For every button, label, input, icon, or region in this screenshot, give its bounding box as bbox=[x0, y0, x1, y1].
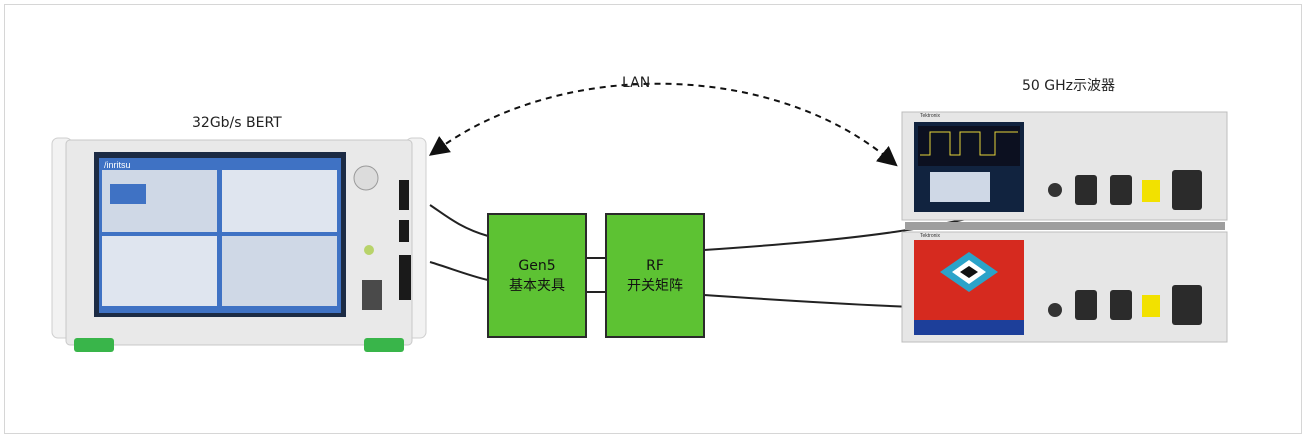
lan-link bbox=[428, 82, 898, 167]
rf-switch-box: RF 开关矩阵 bbox=[605, 213, 705, 338]
diagram-frame bbox=[4, 4, 1302, 434]
oscilloscope-stack: Tektronix Tektronix bbox=[900, 110, 1230, 345]
rf-line2: 开关矩阵 bbox=[627, 277, 683, 294]
bert-brand: /inritsu bbox=[104, 160, 131, 170]
scope-bottom-brand: Tektronix bbox=[920, 233, 941, 239]
gen5-line2: 基本夹具 bbox=[509, 277, 565, 294]
lan-label: LAN bbox=[622, 75, 651, 91]
scope-top-brand: Tektronix bbox=[920, 113, 941, 119]
cable-bert-gen5-bottom bbox=[429, 261, 489, 281]
oscilloscope-illustration bbox=[901, 111, 1228, 343]
rf-line1: RF bbox=[646, 257, 664, 274]
gen5-fixture-box: Gen5 基本夹具 bbox=[487, 213, 587, 338]
bert-instrument: /inritsu bbox=[44, 130, 434, 360]
scope-label: 50 GHz示波器 bbox=[1022, 78, 1115, 94]
gen5-line1: Gen5 bbox=[518, 257, 556, 274]
cable-bert-gen5-top bbox=[429, 204, 489, 237]
bert-label: 32Gb/s BERT bbox=[192, 115, 282, 131]
bert-illustration bbox=[51, 137, 427, 352]
